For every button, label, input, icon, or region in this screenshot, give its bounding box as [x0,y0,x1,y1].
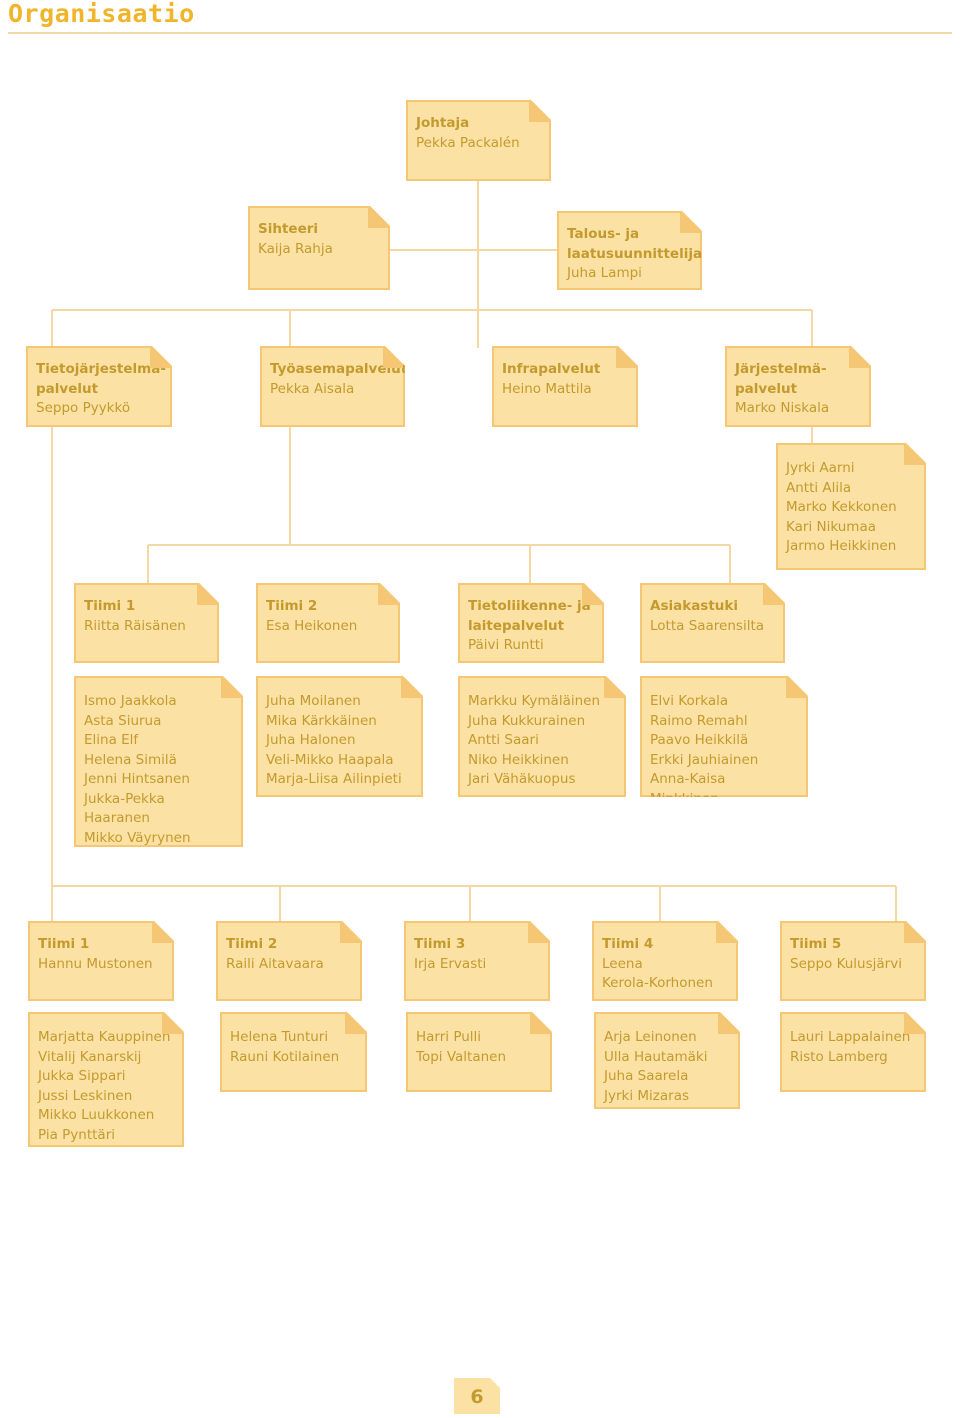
member-list: Ismo Jaakkola Asta Siurua Elina Elf Hele… [84,693,191,865]
member-list: Markku Kymäläinen Juha Kukkurainen Antti… [468,693,601,787]
team-members-box: Juha Moilanen Mika Kärkkäinen Juha Halon… [256,676,423,797]
team-box: Tiimi 4 Leena Kerola-Korhonen [592,921,738,1001]
team-members-box: Lauri Lappalainen Risto Lamberg [780,1012,926,1092]
box-name: Seppo Kulusjärvi [790,955,902,972]
box-title: Tiimi 1 [38,936,90,952]
director-box: Johtaja Pekka Packalén [406,100,551,181]
team-box: Tiimi 3 Irja Ervasti [404,921,550,1001]
unit-box: Työasemapalvelut Pekka Aisala [260,346,405,427]
box-name: Juha Lampi [567,265,642,281]
team-box: Tietoliikenne- ja laitepalvelut Päivi Ru… [458,583,604,663]
page-heading: Organisaatio [8,0,195,28]
box-title: Sihteeri [258,221,319,237]
page-number: 6 [454,1378,500,1414]
box-title: Tiimi 3 [414,936,466,952]
box-title: Tiimi 1 [84,598,136,614]
unit-box: Järjestelmä- palvelut Marko Niskala [725,346,871,427]
box-title: Tietoliikenne- ja laitepalvelut [468,598,591,634]
box-name: Kaija Rahja [258,240,333,257]
box-name: Irja Ervasti [414,955,487,972]
team-members-box: Elvi Korkala Raimo Remahl Paavo Heikkilä… [640,676,808,797]
member-list: Marjatta Kauppinen Vitalij Kanarskij Juk… [38,1029,171,1143]
box-title: Tiimi 2 [226,936,278,952]
box-name: Esa Heikonen [266,617,358,634]
box-name: Päivi Runtti [468,637,544,653]
team-box: Tiimi 1 Riitta Räisänen [74,583,219,663]
box-name: Lotta Saarensilta [650,617,765,634]
member-list: Jyrki Aarni Antti Alila Marko Kekkonen K… [786,460,897,554]
box-title: Työasemapalvelut [270,361,408,377]
team-box: Asiakastuki Lotta Saarensilta [640,583,785,663]
team-box: Tiimi 2 Raili Aitavaara [216,921,362,1001]
member-list: Arja Leinonen Ulla Hautamäki Juha Saarel… [604,1029,708,1104]
member-list: Elvi Korkala Raimo Remahl Paavo Heikkilä… [650,693,759,807]
team-members-box: Marjatta Kauppinen Vitalij Kanarskij Juk… [28,1012,184,1147]
box-title: Tiimi 2 [266,598,318,614]
team-members-box: Markku Kymäläinen Juha Kukkurainen Antti… [458,676,626,797]
team-members-box: Arja Leinonen Ulla Hautamäki Juha Saarel… [594,1012,740,1109]
box-name: Seppo Pyykkö [36,400,131,416]
box-name: Riitta Räisänen [84,617,186,634]
member-list: Lauri Lappalainen Risto Lamberg [790,1029,911,1065]
unit-box: Tietojärjestelmä- palvelut Seppo Pyykkö [26,346,172,427]
member-list: Helena Tunturi Rauni Kotilainen [230,1029,340,1065]
box-title: Infrapalvelut [502,361,601,377]
member-list: Harri Pulli Topi Valtanen [416,1029,507,1065]
box-title: Tiimi 5 [790,936,842,952]
box-name: Raili Aitavaara [226,955,324,972]
system-members-box: Jyrki Aarni Antti Alila Marko Kekkonen K… [776,443,926,570]
box-name: Pekka Aisala [270,380,355,397]
member-list: Juha Moilanen Mika Kärkkäinen Juha Halon… [266,693,402,787]
box-name: Marko Niskala [735,400,830,416]
team-box: Tiimi 2 Esa Heikonen [256,583,400,663]
heading-rule [8,32,952,34]
team-members-box: Helena Tunturi Rauni Kotilainen [220,1012,367,1092]
box-name: Leena Kerola-Korhonen [602,955,713,991]
box-name: Pekka Packalén [416,134,520,151]
box-title: Asiakastuki [650,598,739,614]
unit-box: Infrapalvelut Heino Mattila [492,346,638,427]
box-title: Tiimi 4 [602,936,654,952]
box-title: Talous- ja laatusuunnittelija [567,226,703,262]
box-name: Hannu Mustonen [38,955,153,972]
team-members-box: Ismo Jaakkola Asta Siurua Elina Elf Hele… [74,676,243,847]
box-title: Järjestelmä- palvelut [735,361,827,397]
finance-box: Talous- ja laatusuunnittelija Juha Lampi [557,211,702,290]
team-box: Tiimi 1 Hannu Mustonen [28,921,174,1001]
team-box: Tiimi 5 Seppo Kulusjärvi [780,921,926,1001]
box-title: Johtaja [416,115,470,131]
box-name: Heino Mattila [502,380,592,397]
team-members-box: Harri Pulli Topi Valtanen [406,1012,552,1092]
box-title: Tietojärjestelmä- palvelut [36,361,166,397]
secretary-box: Sihteeri Kaija Rahja [248,206,390,290]
